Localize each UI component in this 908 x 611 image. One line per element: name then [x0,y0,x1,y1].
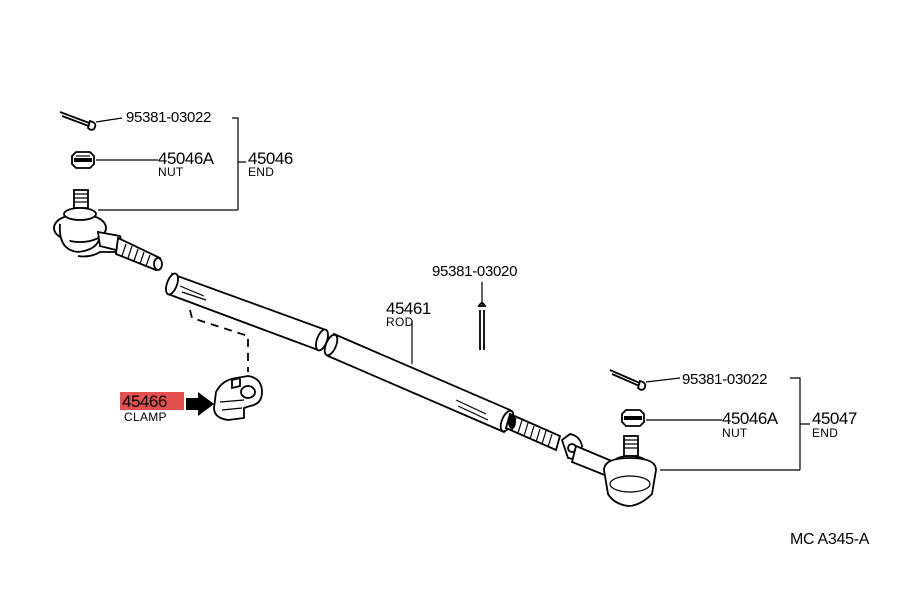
tie-rod[interactable] [164,272,562,452]
clamp-highlight [120,392,184,410]
cotter-pin-left[interactable] [59,111,97,131]
label-nut-left-name: NUT [158,165,184,179]
clamp-arrow [186,392,214,416]
label-end-right-number: 45047 [812,409,857,428]
reference-code: MC A345-A [790,531,870,548]
label-rod-number: 45461 [386,299,431,318]
label-cotter-pin-right: 95381-03022 [682,371,767,388]
leader-cotter-left [95,117,123,123]
clamp-part[interactable] [213,375,263,421]
cotter-pin-right[interactable] [609,369,647,391]
cotter-pin-center[interactable] [477,302,487,350]
label-end-right-name: END [812,426,838,440]
nut-left[interactable] [71,151,95,169]
nut-right[interactable] [621,409,645,427]
tie-rod-end-left[interactable] [53,189,163,272]
label-clamp-name: CLAMP [124,410,167,424]
label-nut-right-number: 45046A [722,409,779,428]
assembly-line-clamp [189,309,249,372]
label-nut-right-name: NUT [722,426,748,440]
label-cotter-pin-left: 95381-03022 [126,109,211,126]
label-clamp-number[interactable]: 45466 [122,392,167,411]
leader-cotter-right [645,377,681,383]
bracket-right [790,377,810,470]
bracket-left [232,117,246,210]
tie-rod-end-right[interactable] [560,433,657,507]
label-end-left-number: 45046 [248,149,293,168]
label-nut-left-number: 45046A [158,149,215,168]
label-end-left-name: END [248,165,274,179]
label-rod-name: ROD [386,315,414,329]
label-cotter-pin-center: 95381-03020 [432,263,517,280]
